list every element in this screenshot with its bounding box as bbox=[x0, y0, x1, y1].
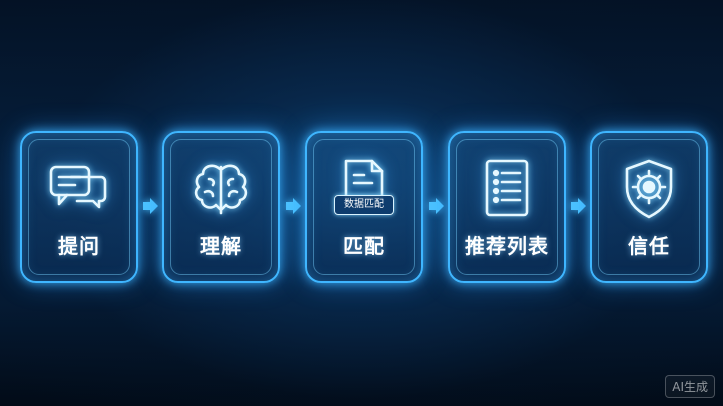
step-card-trust: 信任 bbox=[590, 131, 708, 283]
step-card-recommendation-list: 推荐列表 bbox=[448, 131, 566, 283]
arrow-icon bbox=[569, 198, 587, 214]
step-label: 提问 bbox=[58, 234, 100, 258]
step-card-ask: 提问 bbox=[20, 131, 138, 283]
ai-generated-watermark: AI生成 bbox=[665, 375, 715, 398]
chat-bubbles-icon bbox=[47, 157, 111, 221]
arrow-icon bbox=[141, 198, 159, 214]
arrow-icon bbox=[427, 198, 445, 214]
step-card-match: 数据匹配 匹配 bbox=[305, 131, 423, 283]
shield-icon bbox=[617, 157, 681, 221]
step-label: 推荐列表 bbox=[465, 234, 549, 258]
step-card-understand: 理解 bbox=[162, 131, 280, 283]
step-label: 匹配 bbox=[343, 234, 385, 258]
list-icon bbox=[475, 157, 539, 221]
data-match-tag: 数据匹配 bbox=[334, 195, 394, 215]
step-label: 理解 bbox=[200, 234, 242, 258]
step-label: 信任 bbox=[628, 234, 670, 258]
arrow-icon bbox=[284, 198, 302, 214]
brain-icon bbox=[189, 157, 253, 221]
document-match-icon: 数据匹配 bbox=[332, 157, 396, 221]
